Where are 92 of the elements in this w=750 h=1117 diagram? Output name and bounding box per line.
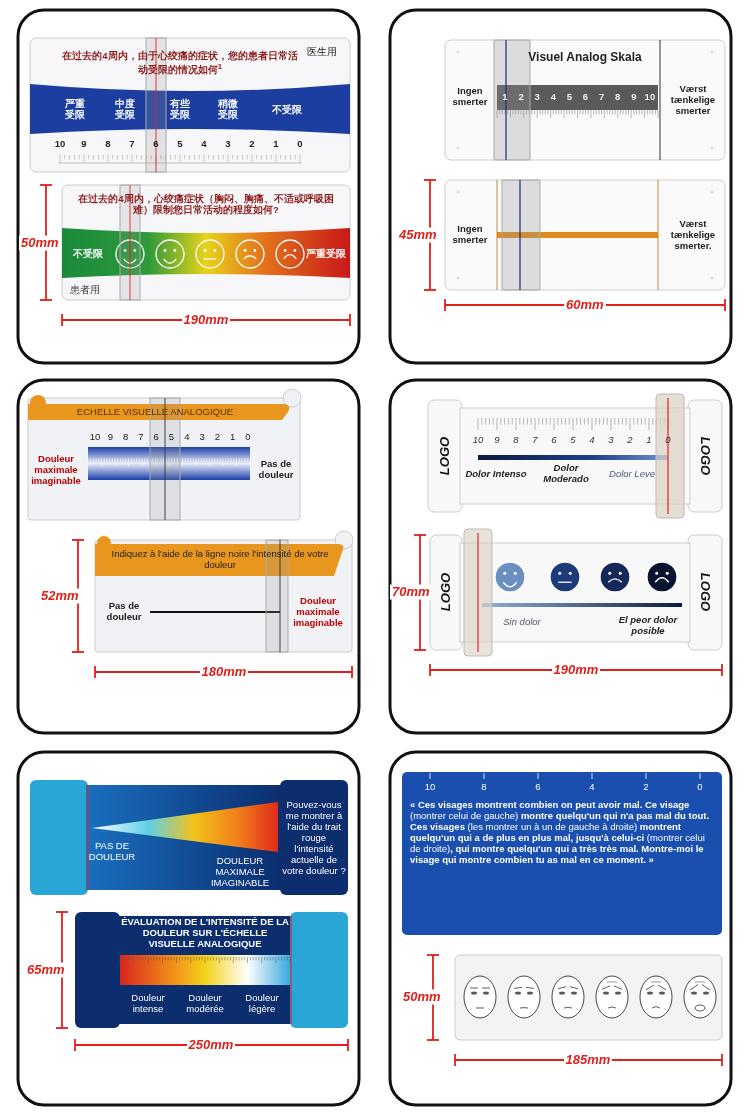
- ruler-text: Pas de douleur: [257, 459, 295, 481]
- ruler-text: Dolor Moderado: [542, 463, 590, 485]
- placeholder-text: LOGO: [697, 436, 713, 476]
- ruler-text: Douleur maximale imaginable: [292, 595, 344, 629]
- scale-number: 10: [472, 434, 484, 446]
- scale-number: 7: [531, 434, 539, 446]
- dimension-label: 50mm: [19, 235, 61, 251]
- scale-number: 8: [512, 434, 520, 446]
- scale-number: 6: [550, 434, 558, 446]
- scale-label: 严重受限: [305, 248, 347, 260]
- scale-number: 5: [565, 91, 574, 103]
- scale-number: 6: [534, 781, 542, 793]
- scale-number: 6: [152, 138, 160, 150]
- scale-number: 3: [224, 138, 232, 150]
- ruler-text: 医生用: [306, 46, 338, 58]
- scale-number: 8: [614, 91, 622, 103]
- scale-number: 4: [200, 138, 208, 150]
- scale-number: 3: [198, 431, 206, 443]
- scale-number: 1: [501, 91, 509, 103]
- ruler-text: DOULEUR MAXIMALE IMAGINABLE: [209, 855, 271, 889]
- scale-number: 0: [244, 431, 252, 443]
- ruler-text: Dolor Leve: [609, 468, 655, 480]
- ruler-text: Værst tænkelige smerter: [669, 83, 717, 117]
- ruler-text: El peor dolor posible: [617, 615, 679, 637]
- scale-number: 4: [588, 781, 596, 793]
- ruler-text: Sin dolor: [502, 616, 542, 628]
- ruler-text: PAS DE DOULEUR: [87, 841, 137, 863]
- ruler-text: Dolor Intenso: [465, 468, 527, 480]
- scale-number: 6: [581, 91, 590, 103]
- scale-number: 3: [607, 434, 615, 446]
- scale-number: 8: [121, 431, 130, 443]
- scale-number: 10: [643, 91, 657, 103]
- scale-label: Douleur intense: [130, 993, 166, 1015]
- ruler-text: Ingen smerter: [451, 224, 489, 246]
- ruler-text: 患者用: [69, 284, 101, 296]
- question-text: 在过去的4周内，由于心绞痛的症状，您的患者日常活动受限的情况如何$^{1}$: [61, 50, 299, 76]
- ruler-text: Ingen smerter: [451, 86, 489, 108]
- ruler-text: Værst tænkelige smerter.: [669, 218, 717, 252]
- scale-number: 10: [88, 431, 102, 443]
- scale-number: 2: [626, 434, 634, 446]
- scale-number: 7: [128, 138, 136, 150]
- scale-number: 5: [176, 138, 184, 150]
- scale-number: 7: [597, 91, 606, 103]
- scale-number: 0: [296, 138, 304, 150]
- scale-label: 不受限: [271, 104, 303, 116]
- scale-number: 5: [167, 431, 176, 443]
- scale-number: 2: [248, 138, 256, 150]
- placeholder-text: LOGO: [697, 572, 713, 612]
- scale-number: 7: [137, 431, 145, 443]
- scale-number: 10: [53, 138, 67, 150]
- placeholder-text: LOGO: [438, 572, 454, 612]
- instruction-text: « Ces visages montrent combien on peut avoir mal. Ce visage (montrer celui de gauche) montre quelqu'un qui n'a pas mal du tout. Ces visages (les montrer un à un de gauche à droite) montrent quelqu'un qui a de plus en plus mal, jusqu'à celui-ci (montrer celui de droite), qui montre quelqu'un qui a très très mal. Montre-moi le visage qui montre combien tu as mal en ce moment. »: [410, 800, 711, 866]
- scale-label: 有些受限: [169, 99, 191, 121]
- scale-label: 中度受限: [114, 99, 136, 121]
- dimension-label: 70mm: [390, 584, 432, 600]
- dimension-label: 65mm: [25, 962, 67, 978]
- scale-label: Douleur modérée: [185, 993, 225, 1015]
- placeholder-text: LOGO: [437, 436, 453, 476]
- scale-number: 4: [183, 431, 191, 443]
- scale-label: 稍微受限: [217, 99, 239, 121]
- instruction-text: Indiquez à l'aide de la ligne noire l'intensité de votre douleur: [110, 549, 330, 571]
- scale-title: Visuel Analog Skala: [527, 51, 643, 65]
- scale-number: 4: [549, 91, 557, 103]
- scale-number: 2: [642, 781, 650, 793]
- dimension-label: 45mm: [397, 227, 439, 243]
- scale-number: 2: [213, 431, 222, 443]
- scale-number: 9: [493, 434, 501, 446]
- scale-number: 6: [152, 431, 160, 443]
- scale-number: 3: [533, 91, 541, 103]
- scale-number: 2: [517, 91, 525, 103]
- scale-label: 严重受限: [64, 99, 86, 121]
- scale-number: 5: [569, 434, 577, 446]
- scale-title: ÉVALUATION DE L'INTENSITÉ DE LA DOULEUR SUR L'ÉCHELLE VISUELLE ANALOGIQUE: [120, 916, 290, 950]
- scale-number: 9: [106, 431, 114, 443]
- scale-number: 10: [423, 781, 437, 793]
- scale-number: 4: [588, 434, 596, 446]
- scale-number: 8: [480, 781, 488, 793]
- scale-number: 1: [229, 431, 237, 443]
- dimension-label: 52mm: [39, 588, 81, 604]
- scale-number: 0: [696, 781, 704, 793]
- dimension-label: 50mm: [401, 989, 443, 1005]
- scale-number: 1: [272, 138, 280, 150]
- question-text: 在过去的4周内，心绞痛症状（胸闷、胸痛、不适或呼吸困难）限制您日常活动的程度如何?: [77, 194, 335, 216]
- scale-number: 9: [80, 138, 88, 150]
- ruler-text: Pas de douleur: [105, 601, 143, 623]
- instruction-text: Pouvez-vous me montrer à l'aide du trait rouge l'intensité actuelle de votre douleur ?: [282, 799, 346, 877]
- ruler-text: Douleur maximale imaginable: [30, 453, 82, 487]
- scale-number: 9: [630, 91, 638, 103]
- scale-number: 1: [645, 434, 653, 446]
- scale-number: 8: [104, 138, 112, 150]
- scale-label: 不受限: [72, 248, 104, 260]
- scale-label: Douleur légère: [244, 993, 280, 1015]
